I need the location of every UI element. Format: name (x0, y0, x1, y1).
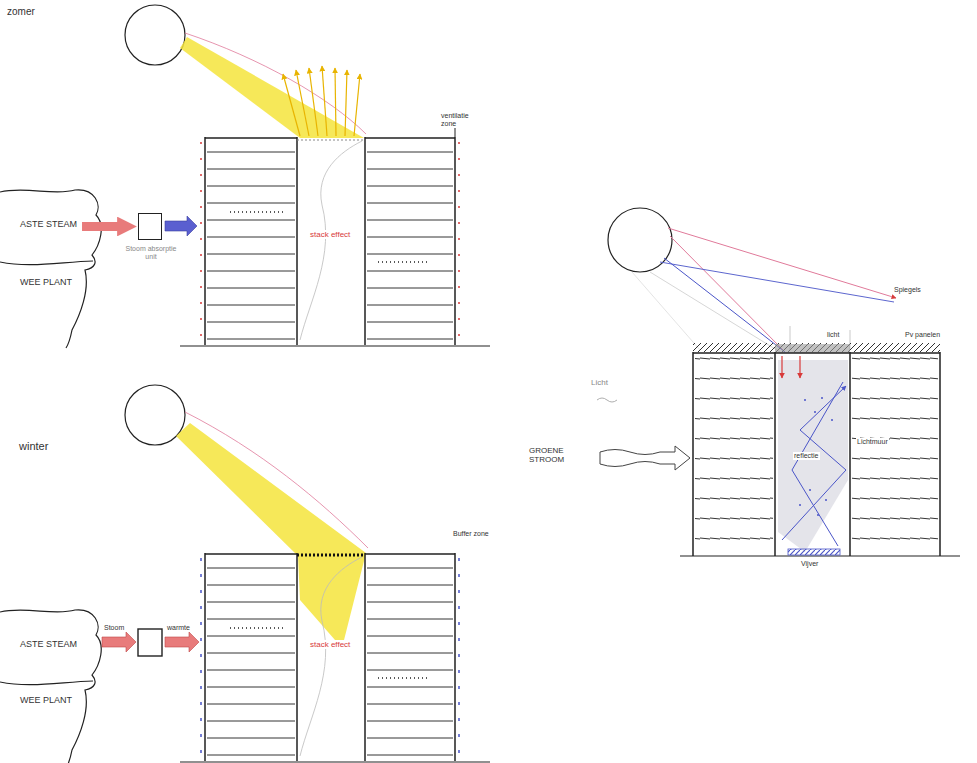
sketch-rect (695, 355, 773, 555)
sketch-path (597, 398, 617, 402)
sketch-rect (852, 355, 938, 555)
plant-name: WEE PLANT (20, 695, 72, 705)
sketch-line (283, 74, 300, 136)
sketch-path (632, 272, 700, 350)
sketch-path (650, 272, 780, 352)
plant-region: ASTE STEAM (18, 218, 79, 230)
sketch-path (664, 258, 785, 352)
sketch-path (693, 352, 940, 556)
sketch-line (799, 356, 800, 378)
sketch-line (335, 68, 336, 136)
sketch-path (185, 412, 368, 548)
unit-caption: Stoom absorptie unit (119, 245, 183, 261)
annotation-label: winter (18, 440, 49, 453)
annotation-label: Stoom (103, 624, 125, 632)
annotation-label: Lichtmuur (856, 438, 889, 446)
annotation-label: Pv panelen (904, 331, 941, 339)
plant-name: ASTE STEAM (20, 219, 77, 229)
heat-arrow (165, 632, 199, 652)
sun-beam (180, 37, 364, 138)
sketch-line (200, 142, 202, 342)
sketch-circle (799, 504, 801, 506)
annotation-label: GROENE STROOM (528, 446, 588, 464)
building-section (180, 137, 490, 346)
sketch-circle (817, 514, 819, 516)
annotation-label: stack effect (309, 230, 359, 239)
cold-arrow (165, 216, 197, 236)
building-section (180, 553, 490, 762)
sketch-path (185, 33, 366, 134)
sketch-circle (804, 399, 806, 401)
sketch-circle (821, 397, 823, 399)
unit-box: Stoom absorptie unit (138, 213, 162, 240)
sketch-line (354, 74, 360, 136)
annotation-label: zomer (6, 6, 36, 18)
annotation-label: Vijver (800, 560, 819, 568)
plant-outline (0, 190, 101, 348)
sketch-line (200, 558, 202, 758)
sketch-line (309, 68, 318, 136)
annotation-label: Spiegels (893, 286, 922, 294)
sketch-line (297, 140, 365, 141)
sketch-circle (825, 499, 827, 501)
exchanger-box (138, 629, 162, 656)
annotation-label: stack effect (309, 640, 359, 649)
plant-outline (0, 610, 101, 763)
steam-flow-arrow (82, 222, 127, 231)
plant-name: ASTE STEAM (20, 639, 77, 649)
sketch-line (345, 70, 347, 136)
plant-region: WEE PLANT (18, 276, 74, 288)
sketch-rect (775, 344, 850, 353)
annotation-label: licht (826, 331, 840, 339)
plant-name: WEE PLANT (20, 277, 72, 287)
annotation-label: Buffer zone (452, 530, 490, 538)
pv-roof (693, 343, 940, 352)
sketch-line (297, 554, 365, 557)
annotation-label: ventilatie zone (440, 112, 484, 128)
green-power-arrow (600, 446, 690, 470)
sun (125, 5, 185, 65)
sketch-path (660, 262, 894, 302)
sketch-polyline (782, 386, 846, 540)
plant-region: WEE PLANT (18, 694, 74, 706)
pond (788, 549, 840, 555)
annotation-label: Licht (590, 378, 609, 387)
sketch-line (322, 66, 327, 136)
sketch-line (458, 558, 460, 758)
annotation-label: reflectie (793, 452, 820, 460)
sketch-path (670, 236, 785, 352)
reflected-heat (283, 66, 360, 136)
sketch-circle (814, 411, 816, 413)
sketch-path (680, 555, 960, 556)
sketch-line (781, 356, 782, 378)
plant-region: ASTE STEAM (18, 638, 79, 650)
sketch-circle (809, 489, 811, 491)
atrium-shade (778, 360, 848, 552)
steam-arrow (102, 632, 136, 652)
annotation-label: warmte (166, 624, 191, 632)
sketch-line (458, 142, 460, 342)
sketch-line (455, 128, 456, 137)
sketch-circle (831, 419, 833, 421)
sketch-polyline (792, 382, 843, 546)
sketch-line (296, 70, 309, 136)
